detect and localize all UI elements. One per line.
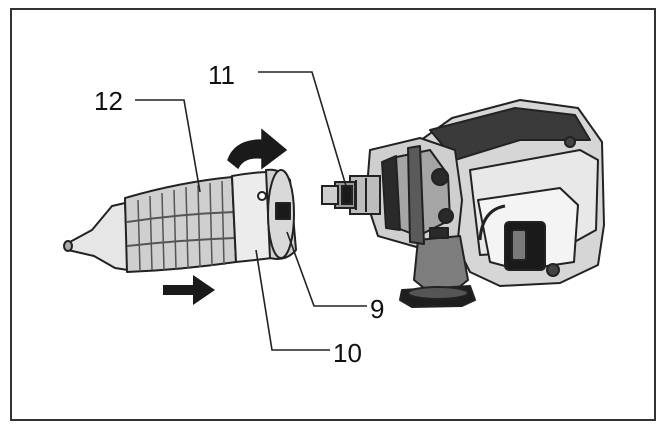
callout-11-label: 11 <box>208 60 235 90</box>
callout-10-leader <box>255 249 330 351</box>
push-arrow <box>163 275 215 305</box>
drill-body <box>365 99 605 308</box>
callout-9-label: 9 <box>370 294 384 324</box>
callout-11-leader <box>258 71 347 187</box>
callout-12-label: 12 <box>94 86 123 116</box>
drill-spindle <box>321 175 381 215</box>
callout-12-leader <box>135 99 201 193</box>
chuck-assembly <box>63 168 297 273</box>
callout-10-label: 10 <box>333 338 362 368</box>
rotation-arrow <box>227 128 288 170</box>
callout-9-leader <box>286 231 367 307</box>
